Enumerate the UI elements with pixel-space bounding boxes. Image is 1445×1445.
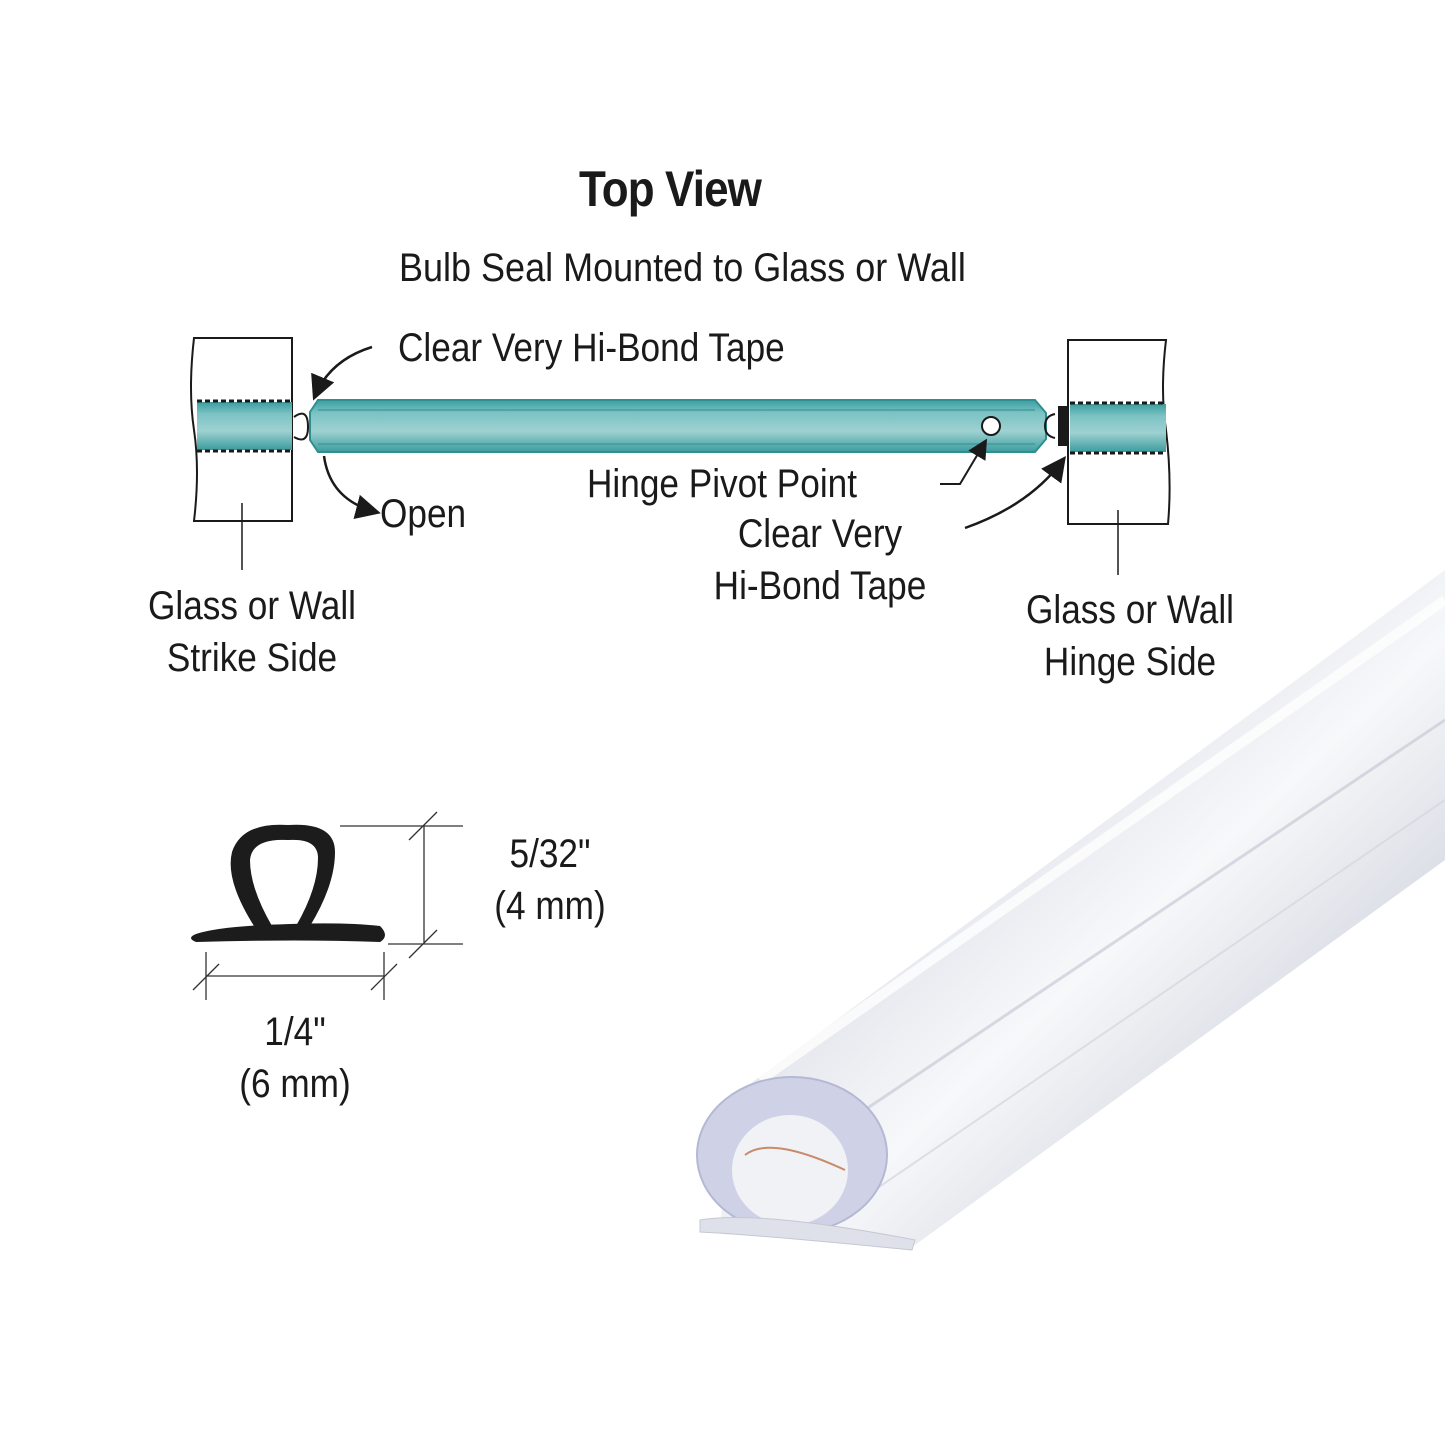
open-arrow-icon — [322, 455, 381, 520]
label-tape-right-line1: Clear Very — [737, 512, 903, 556]
product-photo-icon — [696, 570, 1445, 1251]
diagram-subtitle: Bulb Seal Mounted to Glass or Wall — [398, 246, 966, 290]
label-strike-line2: Strike Side — [166, 636, 338, 680]
width-inches: 1/4" — [264, 1010, 326, 1054]
label-hinge-line1: Glass or Wall — [1026, 588, 1234, 632]
bulb-seal-profile-icon — [191, 824, 385, 942]
height-mm: (4 mm) — [494, 884, 606, 928]
strike-side-wall-icon — [190, 337, 293, 570]
tape-right-arrow-icon — [964, 455, 1066, 530]
label-hinge-pivot: Hinge Pivot Point — [587, 462, 858, 506]
hinge-pivot-icon — [981, 416, 1001, 436]
label-tape-left: Clear Very Hi-Bond Tape — [398, 326, 785, 370]
diagram-title: Top View — [578, 161, 762, 217]
label-hinge-side: Glass or Wall Hinge Side — [1007, 584, 1253, 688]
width-mm: (6 mm) — [239, 1062, 351, 1106]
label-hinge-line2: Hinge Side — [1043, 640, 1217, 684]
label-tape-right-line2: Hi-Bond Tape — [713, 564, 927, 608]
label-open: Open — [380, 492, 467, 536]
hinge-side-wall-icon — [1067, 339, 1171, 575]
tape-left-arrow-icon — [311, 345, 373, 401]
height-inches: 5/32" — [509, 832, 591, 876]
width-dimension: 1/4" (6 mm) — [225, 1006, 366, 1110]
label-tape-right: Clear Very Hi-Bond Tape — [697, 508, 943, 612]
dimension-lines — [192, 811, 463, 1000]
label-strike-line1: Glass or Wall — [148, 584, 356, 628]
hinge-pivot-arrow-icon — [940, 438, 988, 485]
label-strike-side: Glass or Wall Strike Side — [129, 580, 375, 684]
door-glass-icon — [309, 399, 1047, 453]
height-dimension: 5/32" (4 mm) — [480, 828, 621, 932]
